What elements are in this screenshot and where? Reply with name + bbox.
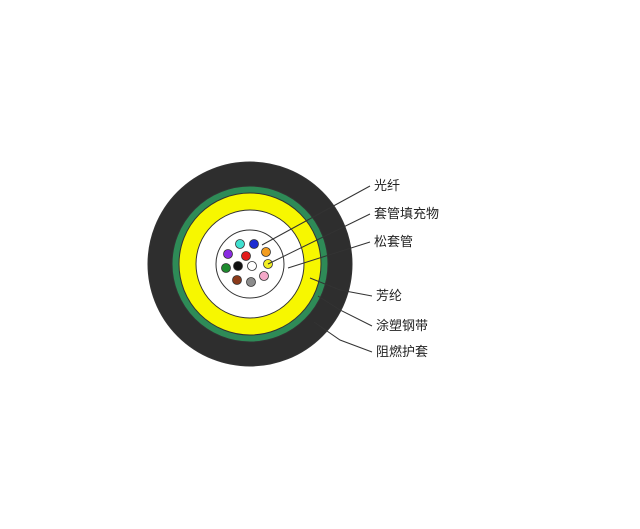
leader-line-fiber: [261, 185, 371, 246]
leader-line-tube-filler: [267, 213, 371, 265]
fiber-gray-icon: [246, 277, 256, 287]
label-aramid: 芳纶: [376, 289, 402, 304]
leader-line-steel-tape: [317, 295, 373, 327]
fiber-pink-icon: [259, 271, 269, 281]
label-fiber: 光纤: [374, 179, 400, 194]
fiber-purple-icon: [223, 249, 233, 259]
leader-line-loose-tube: [287, 241, 371, 269]
fiber-cyan-icon: [235, 239, 245, 249]
fiber-blue-icon: [249, 239, 259, 249]
label-loose-tube: 松套管: [374, 234, 413, 250]
fiber-orange-icon: [261, 247, 271, 257]
fiber-black-icon: [233, 261, 243, 271]
label-coated-steel-tape: 涂塑钢带: [376, 318, 428, 334]
fiber-brown-icon: [232, 275, 242, 285]
fiber-bundle: [221, 239, 273, 287]
label-tube-filler: 套管填充物: [374, 206, 439, 222]
label-flame-retardant-sheath: 阻燃护套: [376, 344, 428, 360]
fiber-white-icon: [247, 261, 257, 271]
leader-line-sheath: [313, 321, 373, 353]
fiber-red-icon: [241, 251, 251, 261]
fiber-green-icon: [221, 263, 231, 273]
leader-line-aramid: [309, 277, 373, 297]
